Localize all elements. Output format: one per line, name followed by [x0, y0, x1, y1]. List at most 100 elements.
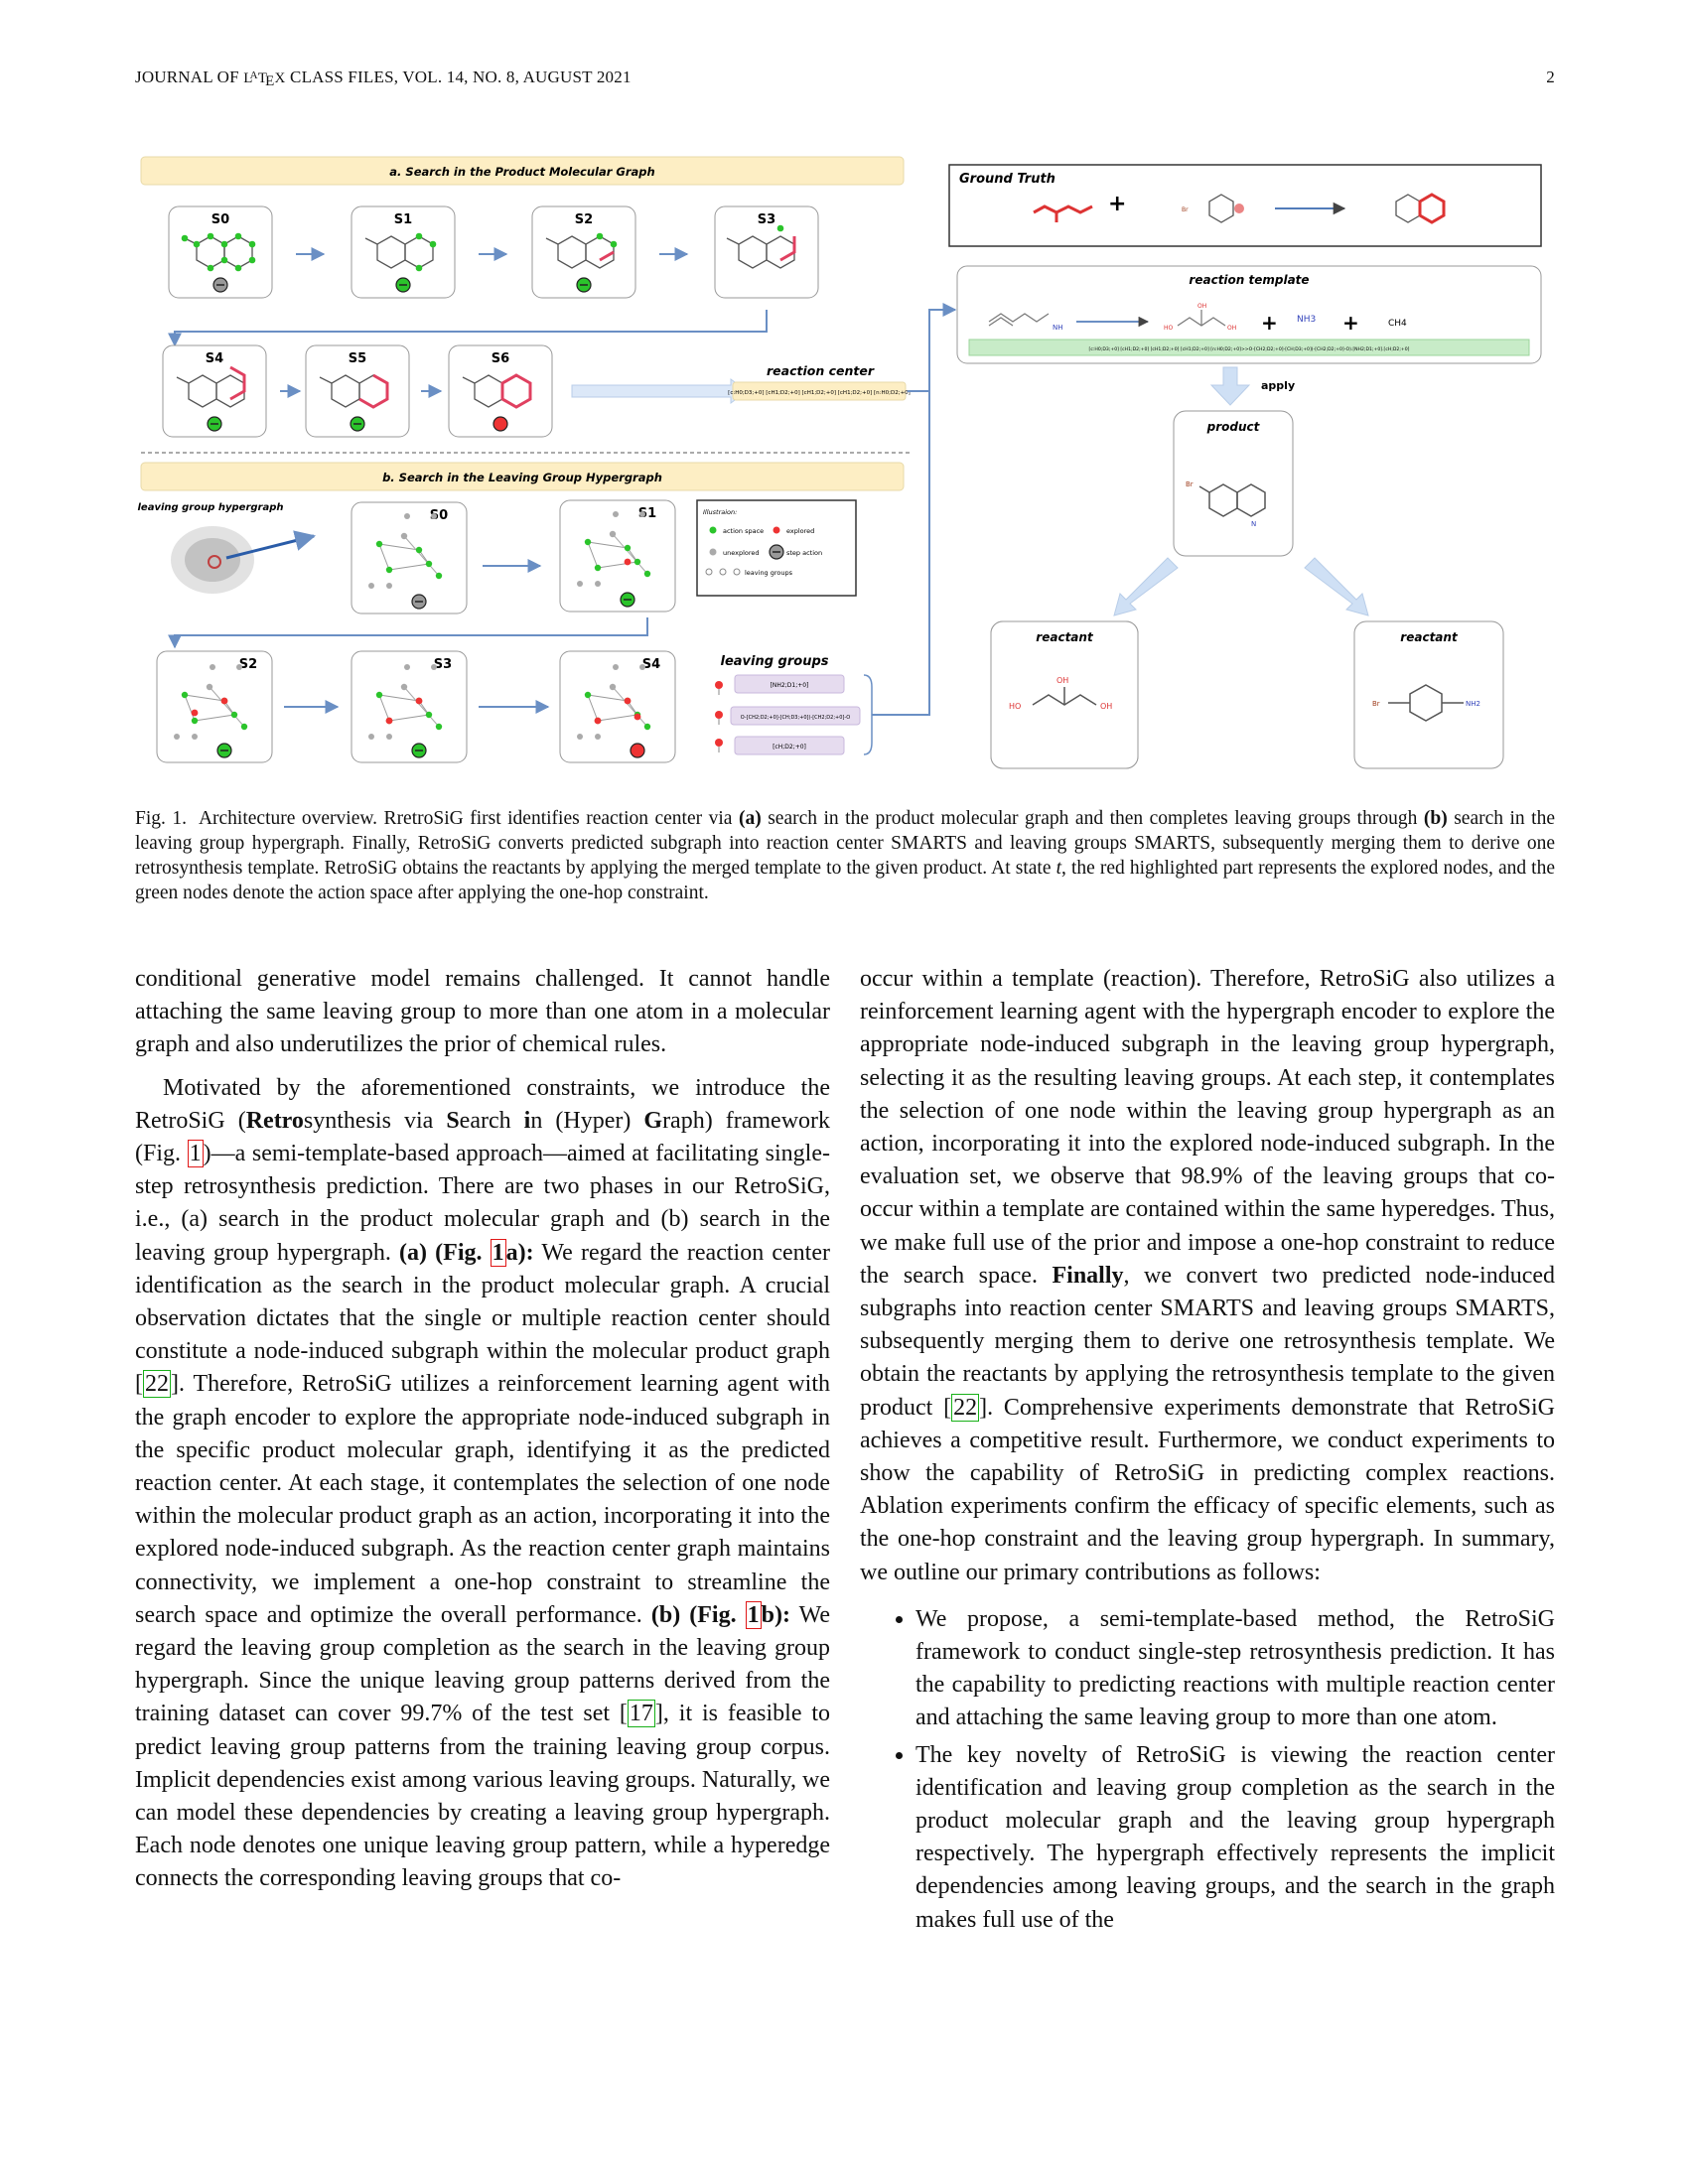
hypergraph-label: leaving group hypergraph — [137, 502, 283, 513]
state-s2-b: S2 — [156, 650, 273, 763]
figure-ref-link[interactable]: 1 — [187, 1140, 204, 1168]
plus-sign: + — [1342, 311, 1359, 335]
product-box: product Br N — [1173, 410, 1294, 557]
bold-text: b — [761, 1601, 774, 1628]
legend-box: Illustraion: action space explored unexp… — [696, 499, 857, 597]
reaction-center-smarts: [c:H0;D3;+0] [cH1;D2;+0] [cH1;D2;+0] [cH… — [728, 390, 911, 396]
bold-text: (b) (Fig. — [650, 1601, 746, 1628]
bold-text: a — [505, 1239, 518, 1266]
state-s3-b: S3 — [351, 650, 468, 763]
legend-leaving-groups: leaving groups — [745, 569, 793, 577]
citation-link[interactable]: 22 — [951, 1393, 980, 1422]
bold-text: ): — [517, 1239, 534, 1266]
reactant-box-1: reactant HO OH OH — [990, 620, 1139, 769]
state-s6-a: S6 — [448, 344, 553, 438]
paragraph-text: occur within a template (reaction). Ther… — [860, 966, 1555, 1289]
paragraph-text: Motivated by the aforementioned constrai… — [135, 1074, 830, 1134]
bold-text: Finally — [1052, 1262, 1124, 1289]
caption-bold-b: (b) — [1423, 808, 1448, 829]
acronym-bold: S — [446, 1107, 460, 1134]
acronym-bold: Retro — [245, 1107, 304, 1134]
state-s5-a: S5 — [305, 344, 410, 438]
journal-name-post: CLASS FILES, VOL. 14, NO. 8, AUGUST 2021 — [285, 68, 632, 86]
state-label: S0 — [430, 508, 448, 523]
page-number: 2 — [1546, 68, 1555, 86]
bromine-label: Br — [1372, 700, 1380, 708]
paragraph-text: We regard the leaving group completion a… — [135, 1601, 830, 1727]
nh-label: NH — [1053, 324, 1063, 332]
paragraph-text: conditional generative model remains cha… — [135, 966, 830, 1058]
reaction-template-box: reaction template NH HO OH OH + NH3 + CH… — [956, 265, 1542, 364]
reactant-label: reactant — [1400, 630, 1459, 644]
template-smarts: [c:H0;D3;+0] [cH1;D2;+0] [cH1;D2;+0] [cH… — [1089, 346, 1410, 352]
oh-label: OH — [1100, 702, 1112, 711]
figure-1: a. Search in the Product Molecular Graph… — [135, 151, 1555, 776]
caption-lead: Fig. 1. — [135, 808, 188, 829]
caption-text: Architecture overview. RretroSiG first i… — [198, 808, 739, 829]
figure-ref-link[interactable]: 1 — [490, 1238, 506, 1267]
architecture-diagram: a. Search in the Product Molecular Graph… — [137, 156, 1542, 769]
caption-text: search in the leaving group hypergraph. … — [135, 808, 1555, 879]
paragraph: Motivated by the aforementioned constrai… — [135, 1074, 831, 1892]
state-s3-a: S3 — [714, 205, 819, 299]
citation-link[interactable]: 17 — [627, 1700, 655, 1728]
legend-explored: explored — [786, 527, 814, 535]
oh-label: OH — [1056, 676, 1068, 685]
state-label: S4 — [642, 657, 660, 672]
state-label: S2 — [239, 657, 257, 672]
nitrogen-label: N — [1251, 520, 1256, 528]
bromine-label: Br — [1186, 480, 1194, 488]
legend-title: Illustraion: — [703, 508, 737, 516]
panel-b-title: b. Search in the Leaving Group Hypergrap… — [382, 471, 662, 484]
paragraph-text: . Therefore, RetroSiG utilizes a reinfor… — [135, 1371, 830, 1628]
state-label: S2 — [575, 212, 593, 227]
legend-unexplored: unexplored — [723, 549, 760, 557]
nh2-label: NH2 — [1466, 700, 1480, 708]
paragraph-text: )—a semi-template-based approach—aimed a… — [135, 1141, 830, 1266]
panel-a-title: a. Search in the Product Molecular Graph — [389, 165, 654, 179]
ground-truth-label: Ground Truth — [959, 172, 1055, 187]
leaving-group-smarts: [NH2;D1;+0] — [771, 682, 809, 689]
citation-link[interactable]: 22 — [143, 1370, 171, 1399]
paragraph-text: raph) framework (Fig. — [135, 1107, 831, 1167]
leaving-group-smarts: O-[CH2;D2;+0]-[CH;D3;+0](-[CH2;D2;+0]-O — [741, 715, 851, 721]
leaving-groups-label: leaving groups — [720, 654, 828, 669]
contribution-list: We propose, a semi-template-based method… — [860, 1603, 1555, 1937]
ground-truth-box: Ground Truth + Br — [948, 164, 1542, 247]
state-s1-b: S1 — [559, 499, 676, 613]
plus-sign: + — [1261, 311, 1278, 335]
ch4-label: CH4 — [1388, 319, 1407, 329]
latex-logo: LATEX — [243, 69, 286, 89]
state-label: S4 — [206, 351, 223, 366]
bold-text: ): — [774, 1601, 790, 1628]
list-item: The key novelty of RetroSiG is viewing t… — [915, 1739, 1555, 1937]
state-label: S3 — [758, 212, 775, 227]
legend-action-space: action space — [723, 527, 764, 535]
paragraph-text: n (Hyper) — [530, 1107, 644, 1134]
left-column: conditional generative model remains cha… — [135, 963, 830, 1896]
state-label: S1 — [394, 212, 412, 227]
caption-text: search in the product molecular graph an… — [761, 808, 1424, 829]
apply-label: apply — [1261, 379, 1295, 392]
acronym-bold: i — [523, 1107, 531, 1134]
leaving-group-smarts: [cH;D2;+0] — [773, 744, 806, 751]
paragraph-text: , we convert two predicted node-induced … — [860, 1262, 1556, 1421]
figure-ref-link[interactable]: 1 — [745, 1600, 762, 1629]
figure-caption: Fig. 1. Architecture overview. RretroSiG… — [135, 806, 1555, 905]
plus-sign: + — [1108, 192, 1126, 216]
state-label: S3 — [434, 657, 452, 672]
caption-bold-a: (a) — [738, 808, 762, 829]
ho-label: HO — [1164, 325, 1174, 332]
hypergraph-cloud — [171, 526, 254, 594]
state-s2-a: S2 — [531, 205, 636, 299]
journal-name-pre: JOURNAL OF — [135, 68, 244, 86]
caption-text: , the red highlighted part represents th… — [135, 858, 1555, 903]
list-item: We propose, a semi-template-based method… — [915, 1603, 1555, 1735]
state-s0-b: S0 — [351, 501, 468, 614]
bromine-label: Br — [1182, 206, 1189, 213]
caption-var-t: t — [1055, 858, 1061, 879]
paragraph: conditional generative model remains cha… — [135, 963, 830, 1062]
paragraph-text: earch — [459, 1107, 524, 1134]
ho-label: HO — [1009, 702, 1021, 711]
state-s4-a: S4 — [162, 344, 267, 438]
